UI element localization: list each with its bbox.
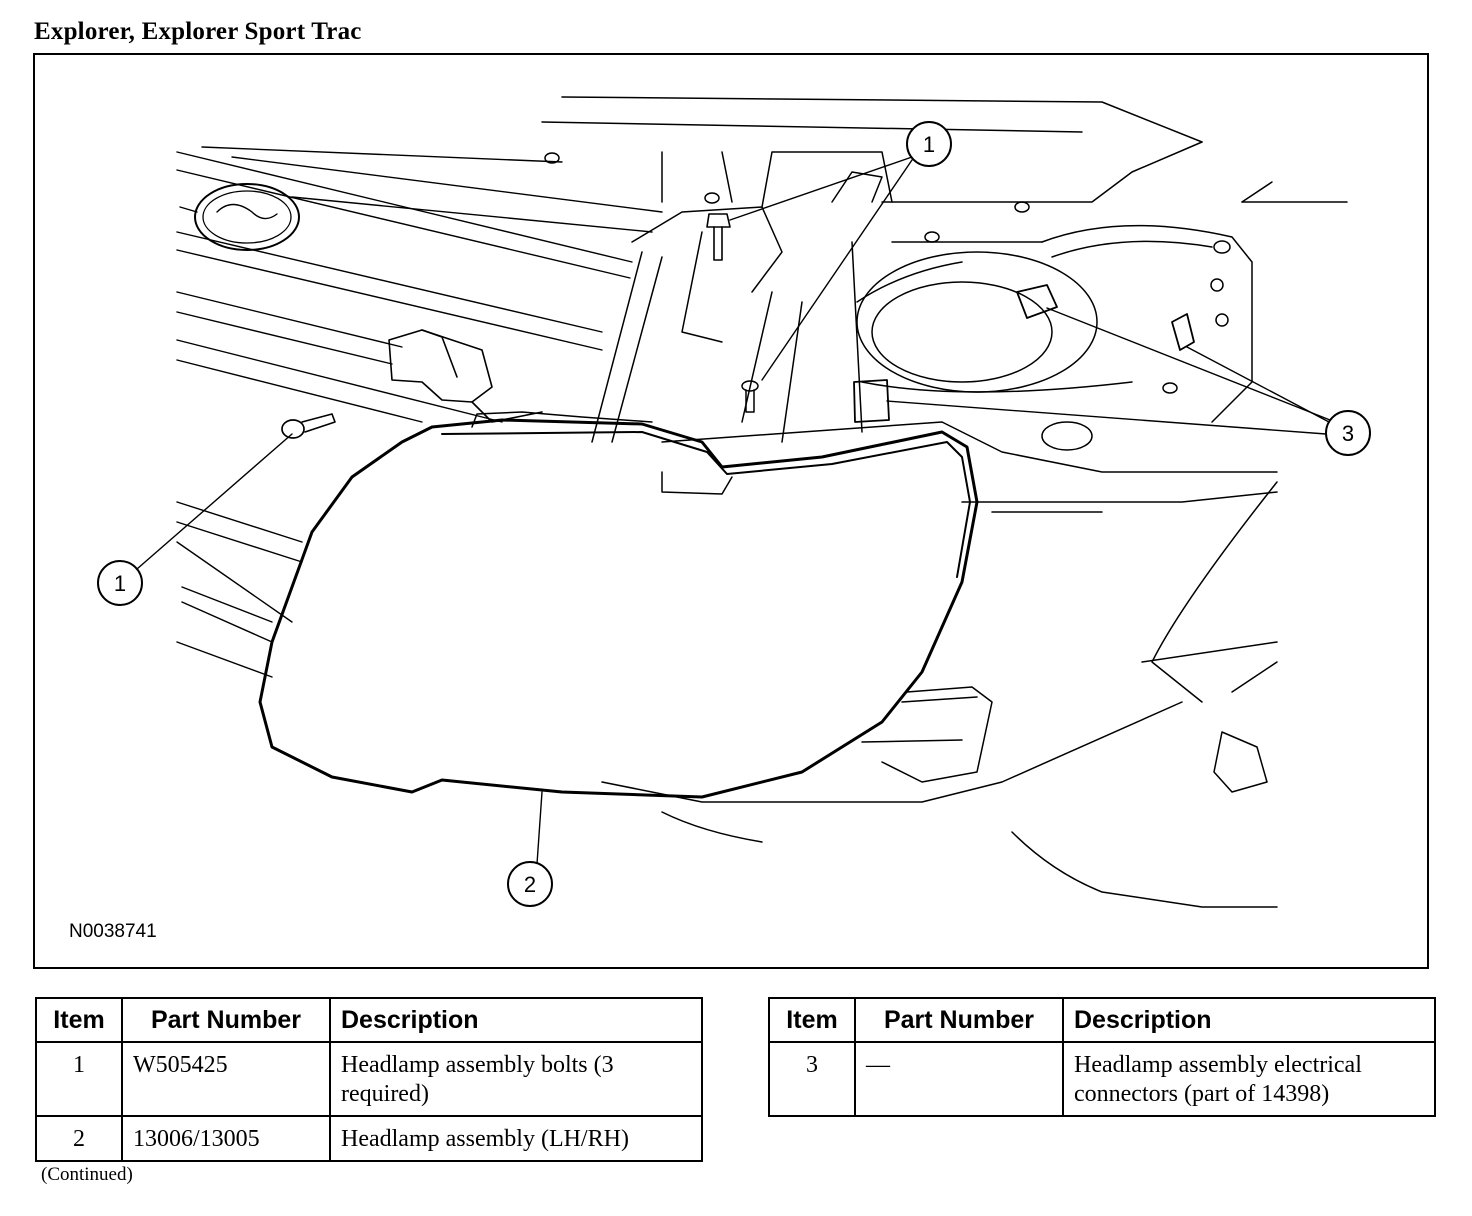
cell-item: 2	[35, 1115, 123, 1162]
table-row: 3 — Headlamp assembly electrical connect…	[768, 1041, 1436, 1117]
callout-label: 2	[524, 872, 536, 897]
cell-item: 1	[35, 1041, 123, 1117]
column-header-description: Description	[1062, 997, 1436, 1043]
leader-lines	[136, 156, 1331, 865]
cell-item: 3	[768, 1041, 856, 1117]
upper-bolt	[706, 213, 731, 261]
cell-description: Headlamp assembly electrical connectors …	[1062, 1041, 1436, 1117]
cell-part-number: W505425	[121, 1041, 331, 1117]
parts-table-left: Item Part Number Description 1 W505425 H…	[35, 997, 703, 1162]
callout-1-top	[906, 121, 952, 167]
column-header-part-number: Part Number	[121, 997, 331, 1043]
headlamp-assembly	[258, 411, 979, 799]
callout-label: 1	[923, 132, 935, 157]
continued-note: (Continued)	[41, 1164, 133, 1185]
callout-label: 1	[114, 571, 126, 596]
cell-description: Headlamp assembly (LH/RH)	[329, 1115, 703, 1162]
left-bolt	[281, 413, 336, 439]
callout-2	[507, 861, 553, 907]
column-header-item: Item	[35, 997, 123, 1043]
parts-table-right: Item Part Number Description 3 — Headlam…	[768, 997, 1436, 1117]
cell-part-number: 13006/13005	[121, 1115, 331, 1162]
table-row: 1 W505425 Headlamp assembly bolts (3 req…	[35, 1041, 703, 1117]
table-header-row: Item Part Number Description	[768, 997, 1436, 1043]
headlamp-diagram: 1 1 2 3 N0038741	[33, 53, 1429, 969]
cell-description: Headlamp assembly bolts (3 required)	[329, 1041, 703, 1117]
radiator-support	[541, 96, 1203, 443]
headlamp-socket-area	[856, 181, 1348, 451]
callout-1-left	[97, 560, 143, 606]
table-header-row: Item Part Number Description	[35, 997, 703, 1043]
figure-id: N0038741	[69, 921, 157, 942]
ford-logo	[194, 183, 300, 251]
headlamp-bracket	[388, 329, 543, 423]
column-header-item: Item	[768, 997, 856, 1043]
callout-label: 3	[1342, 421, 1354, 446]
column-header-part-number: Part Number	[854, 997, 1064, 1043]
center-bolt	[741, 380, 759, 413]
bumper-fascia	[601, 421, 1278, 908]
cell-part-number: —	[854, 1041, 1064, 1117]
table-row: 2 13006/13005 Headlamp assembly (LH/RH)	[35, 1115, 703, 1162]
column-header-description: Description	[329, 997, 703, 1043]
page-title: Explorer, Explorer Sport Trac	[34, 18, 362, 45]
electrical-connectors	[853, 284, 1195, 423]
callout-3	[1325, 410, 1371, 456]
grille-lines	[176, 146, 663, 678]
